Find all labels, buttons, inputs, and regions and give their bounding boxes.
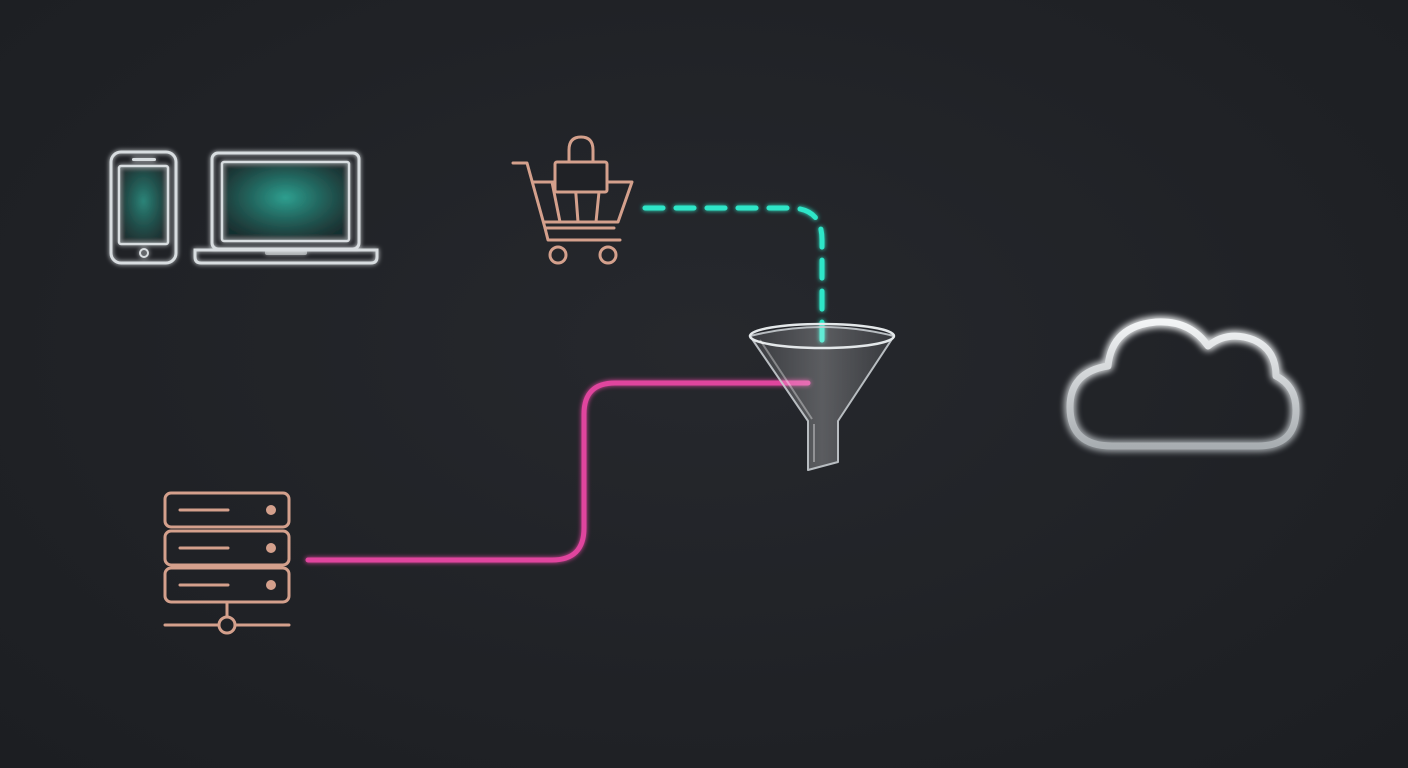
smartphone-icon	[109, 150, 178, 265]
edge-server-to-funnel	[305, 380, 811, 563]
server-rack-icon	[163, 491, 291, 635]
funnel-icon	[748, 322, 896, 471]
edge-cart-to-funnel	[642, 205, 825, 348]
laptop-icon	[193, 151, 379, 265]
shopping-cart-icon	[511, 135, 634, 265]
cloud-icon	[1066, 318, 1300, 450]
